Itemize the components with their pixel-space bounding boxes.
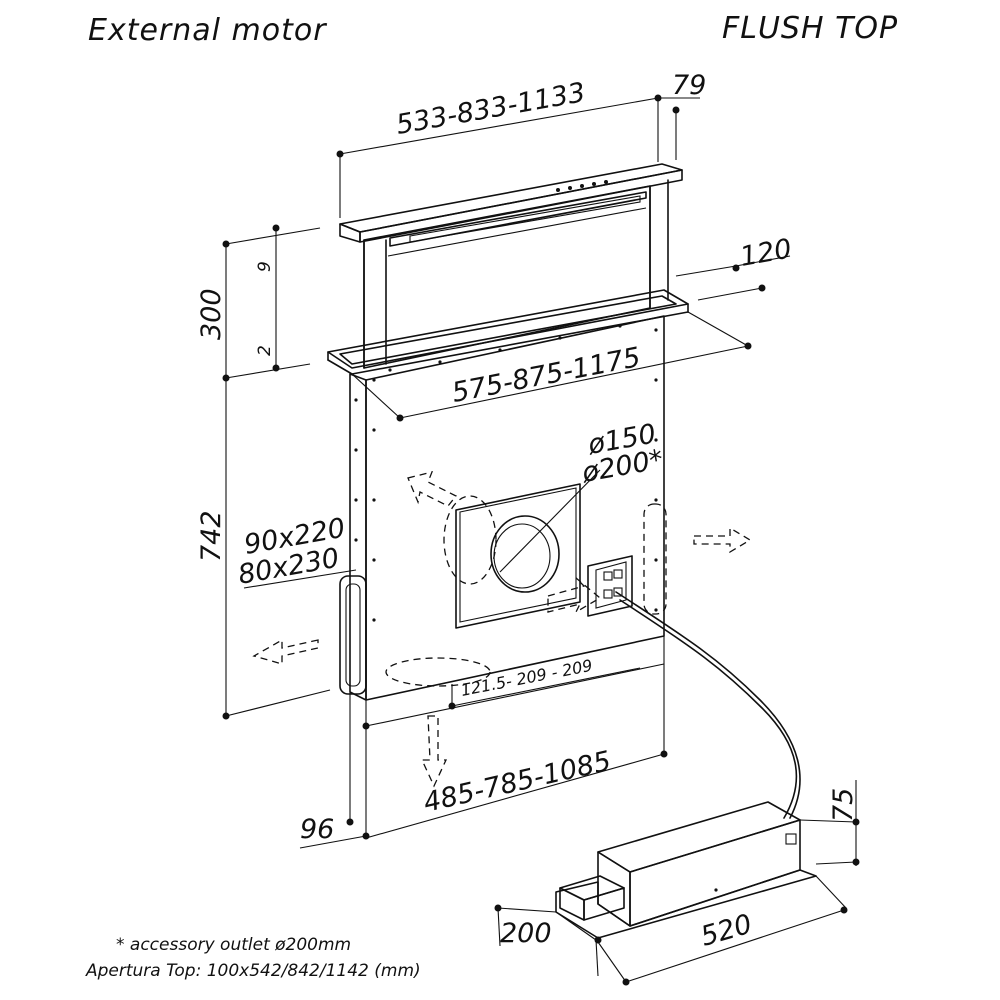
- note-apertura: Apertura Top: 100x542/842/1142 (mm): [85, 961, 421, 981]
- dim-top-depth: 79: [658, 70, 706, 160]
- dim-motor-height: 75: [799, 780, 860, 866]
- label-bottom-width: 485-785-1085: [421, 746, 614, 819]
- label-top-width: 533-833-1133: [394, 77, 588, 141]
- hood-glass-panel: [363, 179, 669, 369]
- label-motor-length: 520: [697, 909, 755, 953]
- label-height-300: 300: [196, 288, 227, 340]
- label-motor-height: 75: [828, 788, 859, 822]
- label-motor-depth: 200: [500, 918, 552, 949]
- dim-top-width: 533-833-1133: [336, 77, 662, 218]
- dim-bottom-spacing: 121.5- 209 - 209: [448, 656, 641, 710]
- dim-motor-depth: 200: [494, 904, 602, 977]
- electrical-box: [587, 555, 633, 617]
- bottom-outlet-dashed: [385, 657, 491, 687]
- airflow-arrows: [252, 471, 752, 788]
- note-accessory: * accessory outlet ø200mm: [116, 935, 351, 955]
- label-depth-96: 96: [300, 814, 334, 845]
- alt-outlet-dashed: [443, 495, 497, 585]
- side-outlet-right-dashed: [643, 503, 667, 615]
- title-external-motor: External motor: [88, 13, 327, 48]
- hood-top-bar: [339, 163, 683, 243]
- body-screws: [354, 324, 658, 622]
- dim-depth-120: 120: [675, 233, 794, 301]
- dim-depth-96: 96: [299, 692, 367, 849]
- rear-outlet-plate: [455, 469, 601, 629]
- label-frame-width: 575-875-1175: [449, 342, 643, 409]
- dim-motor-length: 520: [597, 875, 848, 986]
- dim-side-outlet: 90x220 80x230: [236, 513, 357, 591]
- external-motor-unit: [555, 801, 817, 939]
- dim-bottom-width: 485-785-1085: [362, 636, 668, 840]
- dim-vertical-left: 300 9 2 742: [196, 224, 331, 720]
- label-bottom-spacing: 121.5- 209 - 209: [459, 656, 594, 700]
- motor-cable: [615, 591, 801, 819]
- side-outlet-left: [339, 575, 367, 695]
- label-depth-120: 120: [738, 233, 794, 272]
- label-height-2: 2: [255, 345, 275, 356]
- label-height-9: 9: [255, 261, 275, 272]
- label-top-depth: 79: [672, 70, 706, 101]
- title-flush-top: FLUSH TOP: [722, 11, 898, 46]
- label-body-742: 742: [196, 510, 227, 562]
